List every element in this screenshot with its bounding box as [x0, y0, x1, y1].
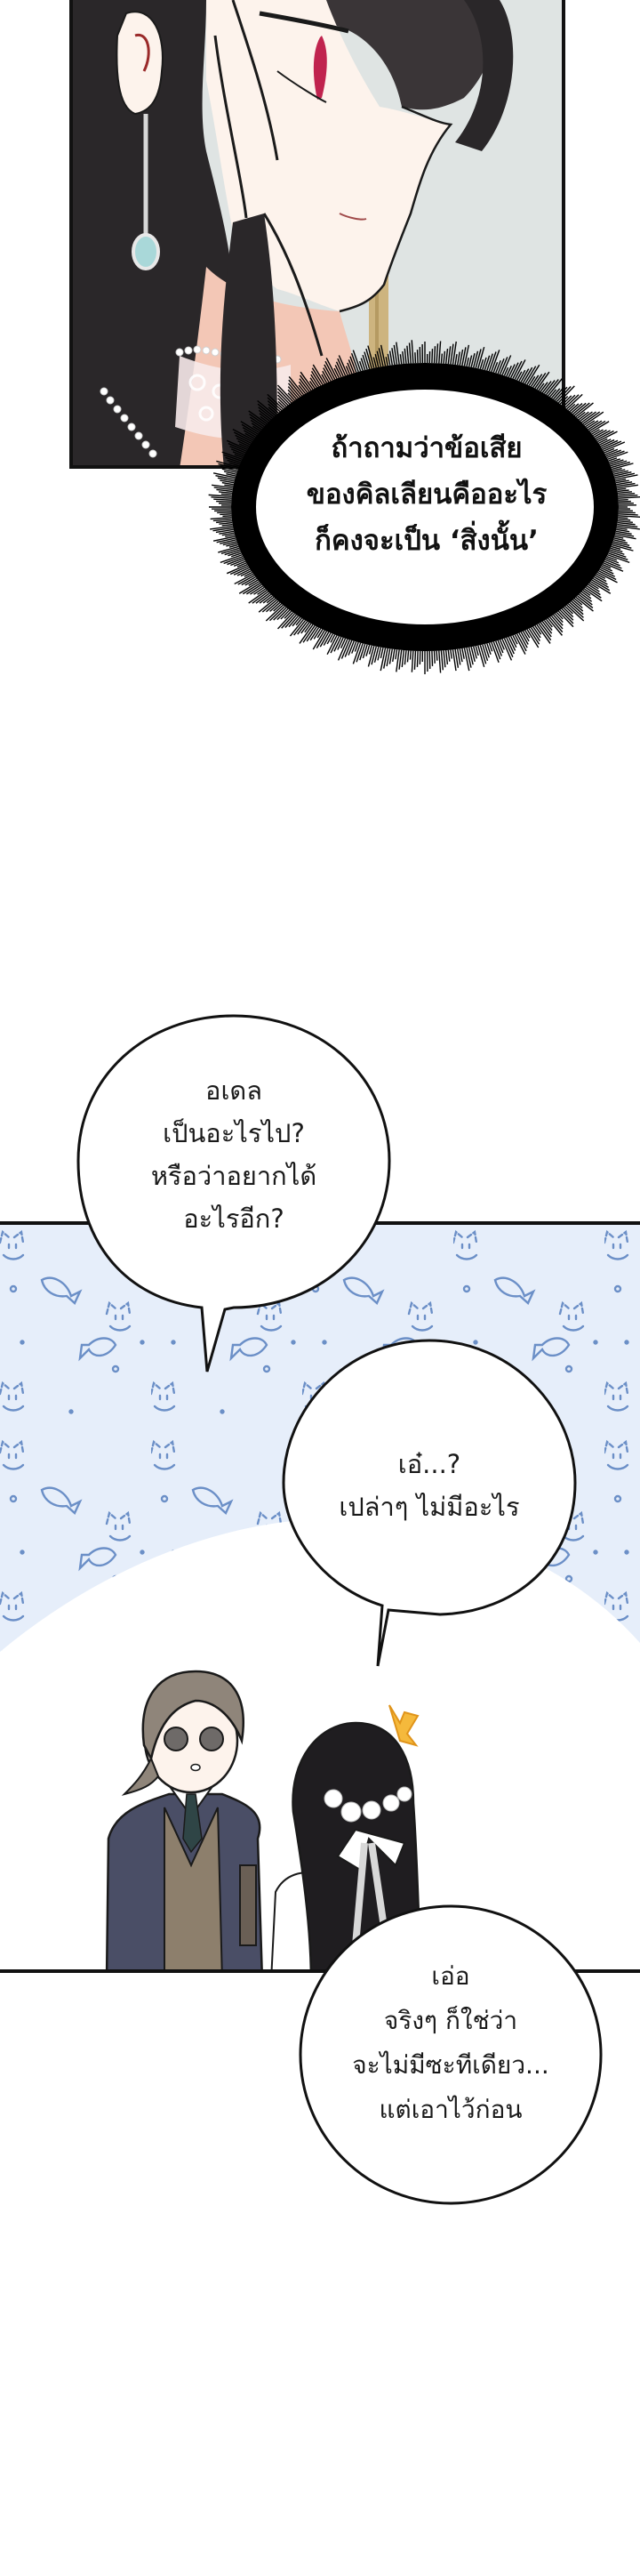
speech-bubble-4	[299, 1904, 603, 2205]
panel-woman-profile	[69, 0, 565, 469]
characters-illustration	[105, 1670, 423, 1969]
speech-bubble-2	[76, 1014, 391, 1373]
speech-bubble-2-text: อเดล เป็นอะไรไป? หรือว่าอยากได้ อะไรอีก?	[76, 1069, 392, 1240]
bubble-4-line-4: แต่เอาไว้ก่อน	[379, 2095, 523, 2124]
bubble-2-line-2: เป็นอะไรไป?	[163, 1118, 305, 1148]
surprise-mark-icon	[388, 1704, 420, 1747]
bubble-4-line-1: เอ่อ	[431, 1961, 470, 1991]
bubble-4-line-2: จริงๆ ก็ใช่ว่า	[383, 2006, 518, 2035]
speech-bubble-3-text: เอ๋...? เปล่าๆ ไม่มีอะไร	[280, 1443, 579, 1528]
bubble-4-line-3: จะไม่มีซะทีเดียว...	[352, 2050, 549, 2080]
bubble-2-line-1: อเดล	[205, 1075, 262, 1106]
bubble-3-line-1: เอ๋...?	[397, 1449, 461, 1479]
speech-bubble-3	[282, 1339, 577, 1667]
woman-profile-illustration	[73, 0, 562, 465]
flash-line-3: ก็คงจะเป็น ‘สิ่งนั้น’	[315, 525, 539, 557]
bubble-3-line-2: เปล่าๆ ไม่มีอะไร	[339, 1492, 520, 1522]
flash-line-2: ของคิลเลียนคืออะไร	[306, 479, 548, 511]
panel-couple-scene	[0, 1221, 640, 1973]
flash-line-1: ถ้าถามว่าข้อเสีย	[331, 432, 523, 464]
bubble-2-line-4: อะไรอีก?	[183, 1203, 284, 1234]
flash-thought-bubble	[208, 340, 640, 674]
bubble-2-line-3: หรือว่าอยากได้	[150, 1161, 317, 1191]
speech-bubble-4-text: เอ่อ จริงๆ ก็ใช่ว่า จะไม่มีซะทีเดียว... …	[297, 1954, 604, 2132]
flash-bubble-text: ถ้าถามว่าข้อเสีย ของคิลเลียนคืออะไร ก็คง…	[267, 425, 587, 564]
